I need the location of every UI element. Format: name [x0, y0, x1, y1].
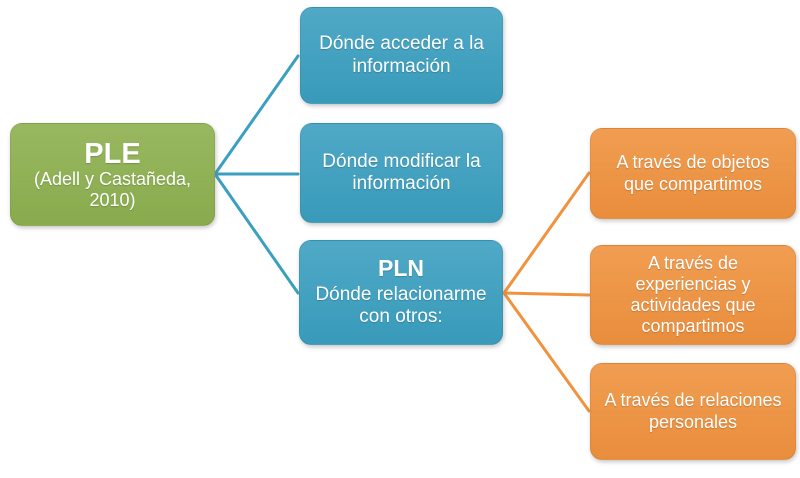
connector-pln-to-leaf-3	[502, 291, 591, 413]
branch-node-pln: PLN Dónde relacionarme con otros:	[299, 240, 503, 345]
leaf-node-experiencias: A través de experiencias y actividades q…	[590, 245, 796, 345]
root-node-subtitle: (Adell y Castañeda, 2010)	[33, 169, 192, 210]
root-node-ple: PLE (Adell y Castañeda, 2010)	[10, 123, 215, 226]
leaf-node-label: A través de experiencias y actividades q…	[630, 252, 756, 337]
branch-node-label: Dónde acceder a la información	[319, 33, 484, 77]
leaf-node-objetos: A través de objetos que compartimos	[590, 128, 796, 219]
leaf-node-label: A través de objetos que compartimos	[616, 152, 770, 194]
connector-pln-to-leaf-2	[502, 291, 591, 297]
root-node-title: PLE	[84, 137, 141, 170]
branch-node-title: PLN	[378, 255, 424, 282]
branch-node-acceder: Dónde acceder a la información	[300, 7, 503, 104]
branch-node-modificar: Dónde modificar la información	[300, 123, 503, 223]
branch-node-label: Dónde modificar la información	[322, 150, 481, 194]
connector-root-to-branch-1	[213, 54, 300, 176]
leaf-node-label: A través de relaciones personales	[604, 390, 782, 432]
branch-node-label: Dónde relacionarme con otros:	[315, 283, 487, 328]
leaf-node-relaciones: A través de relaciones personales	[590, 363, 796, 460]
connector-pln-to-leaf-1	[502, 171, 591, 295]
connector-root-to-branch-3	[213, 172, 300, 295]
